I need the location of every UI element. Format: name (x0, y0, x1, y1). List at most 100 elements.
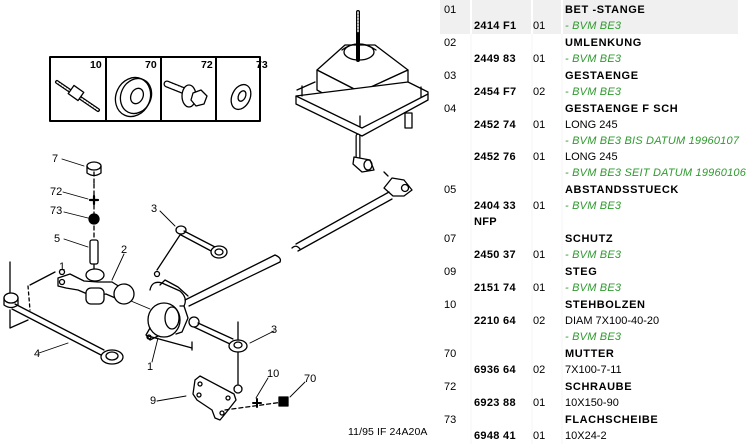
column-separator (531, 263, 533, 296)
relay-lever (27, 161, 151, 311)
column-separator (561, 378, 563, 411)
part-number[interactable]: 6948 41 (474, 430, 516, 442)
inset-label-70: 70 (145, 59, 157, 71)
column-separator (561, 181, 563, 230)
part-ref: 07 (444, 233, 457, 245)
column-separator (561, 296, 563, 345)
part-note: - BVM BE3 (565, 200, 622, 212)
part-note: - BVM BE3 (565, 282, 622, 294)
column-separator (561, 345, 563, 378)
column-separator (531, 296, 533, 345)
part-description: LONG 245 (565, 151, 618, 163)
link-rod-lower (188, 316, 248, 385)
part-number[interactable]: 2404 33 (474, 200, 516, 212)
callout-4: 4 (34, 348, 41, 360)
part-qty: 01 (533, 119, 546, 131)
column-separator (470, 67, 472, 100)
callout-73: 73 (50, 205, 63, 217)
part-number[interactable]: 2452 76 (474, 151, 516, 163)
column-separator (531, 0, 533, 34)
shifter-housing (295, 10, 429, 173)
left-rod (3, 261, 124, 365)
column-separator (470, 0, 472, 34)
part-number[interactable]: 2449 83 (474, 53, 516, 65)
callout-leaders (38, 158, 306, 402)
link-rod-upper (156, 225, 228, 271)
exploded-parts-diagram: 10 70 72 73 7 72 73 5 2 1 4 3 1 3 9 10 7… (3, 10, 429, 438)
hardware-inset (49, 56, 261, 122)
part-line: 2404 33 01 - BVM BE3 (440, 198, 738, 214)
part-number[interactable]: 2452 74 (474, 119, 516, 131)
column-separator (470, 230, 472, 263)
part-ref: 02 (444, 37, 457, 49)
part-ref: 72 (444, 381, 457, 393)
part-description: LONG 245 (565, 119, 618, 131)
part-qty: 02 (533, 364, 546, 376)
part-line: 2452 74 01 LONG 245 (440, 117, 738, 133)
part-note: - BVM BE3 SEIT DATUM 19960106 (565, 167, 746, 179)
column-separator (470, 181, 472, 230)
column-separator (561, 230, 563, 263)
inset-label-72: 72 (201, 59, 213, 71)
callout-72: 72 (50, 186, 63, 198)
washer-icon (230, 83, 252, 111)
part-qty: 01 (533, 53, 546, 65)
part-ref: 01 (444, 4, 457, 16)
part-number[interactable]: 2151 74 (474, 282, 516, 294)
callout-70: 70 (304, 373, 317, 385)
part-ref: 10 (444, 299, 457, 311)
callout-3b: 3 (271, 324, 278, 336)
stud-icon (55, 80, 100, 112)
part-description: DIAM 7X100-40-20 (565, 315, 660, 327)
part-qty: 01 (533, 20, 546, 32)
callout-3a: 3 (151, 203, 158, 215)
part-number[interactable]: 2450 37 (474, 249, 516, 261)
column-separator (531, 411, 533, 444)
part-qty: 01 (533, 200, 546, 212)
part-note: - BVM BE3 (565, 86, 622, 98)
gear-lever-yoke (145, 270, 193, 351)
callout-2: 2 (121, 244, 128, 256)
part-title: BET -STANGE (565, 4, 646, 16)
callout-10: 10 (267, 368, 280, 380)
callout-7: 7 (52, 153, 59, 165)
column-separator (470, 378, 472, 411)
column-separator (531, 34, 533, 67)
column-separator (561, 100, 563, 181)
part-note: - BVM BE3 BIS DATUM 19960107 (565, 135, 740, 147)
part-qty: 01 (533, 151, 546, 163)
part-number[interactable]: 2210 64 (474, 315, 516, 327)
part-number[interactable]: 6923 88 (474, 397, 516, 409)
part-number[interactable]: 2454 F7 (474, 86, 517, 98)
column-separator (470, 345, 472, 378)
column-separator (561, 411, 563, 444)
part-number[interactable]: 6936 64 (474, 364, 516, 376)
part-number[interactable]: 2414 F1 (474, 20, 517, 32)
diagram-drawing (3, 10, 429, 421)
callout-1b: 1 (147, 361, 154, 373)
part-number[interactable]: NFP (474, 216, 497, 228)
